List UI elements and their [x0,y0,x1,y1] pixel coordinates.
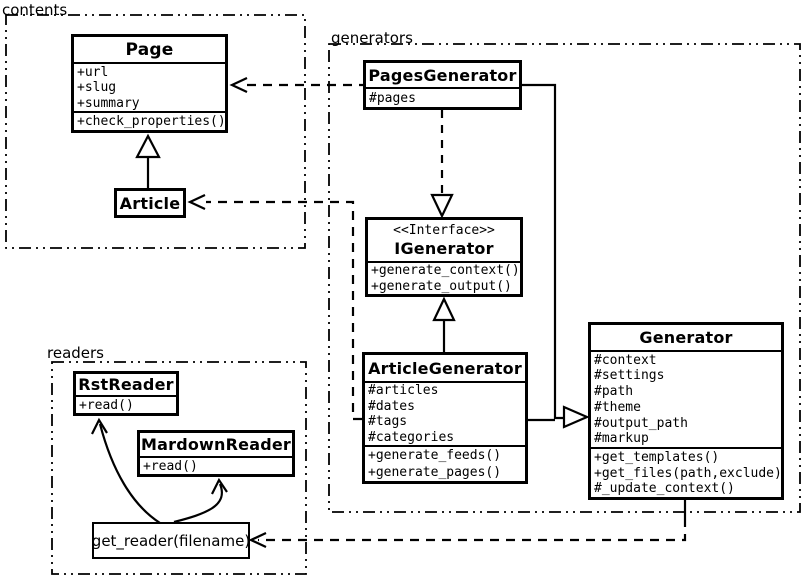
class-rstreader: RstReader +read() [73,371,179,416]
class-igenerator-header: <<Interface>> IGenerator [368,220,520,261]
edge-getreader-to-mardownreader [173,477,228,524]
edge-article-extends-page [135,133,161,188]
class-igenerator-stereotype: <<Interface>> [393,223,495,238]
class-pagesgenerator-attributes: #pages [366,87,519,107]
method-row: +generate_feeds() [368,448,502,464]
attribute-row: #categories [368,429,455,445]
class-page-attributes: +url +slug +summary [74,62,225,111]
class-article-title: Article [119,193,181,213]
attribute-row: #pages [369,90,416,106]
class-page-methods: +check_properties() [74,111,225,130]
class-pagesgenerator-title: PagesGenerator [368,65,517,85]
class-igenerator: <<Interface>> IGenerator +generate_conte… [365,217,523,297]
method-row: +read() [143,458,198,474]
class-mardownreader-title: MardownReader [141,435,291,454]
package-label-contents: contents [2,1,68,19]
method-row: #_update_context() [594,481,735,497]
attribute-row: #theme [594,399,641,415]
edge-generators-extend-generator [522,83,590,429]
class-articlegenerator-title: ArticleGenerator [368,358,522,378]
edge-pagesgenerator-implements-igenerator [430,110,454,219]
attribute-row: +summary [77,95,140,111]
method-row: +check_properties() [77,114,225,129]
method-row: +get_files(path,exclude) [594,465,781,481]
attribute-row: +slug [77,80,117,95]
class-page-title: Page [125,39,174,60]
class-article: Article [114,188,186,218]
method-row: +generate_pages() [368,464,502,480]
attribute-row: #tags [368,414,408,430]
package-frame-generators [328,43,801,513]
attribute-row: #output_path [594,415,688,431]
class-articlegenerator-attributes: #articles #dates #tags #categories [365,381,525,445]
class-articlegenerator-methods: +generate_feeds() +generate_pages() [365,445,525,481]
method-row: +generate_output() [371,278,512,294]
edge-generator-uses-getreader [248,500,687,548]
attribute-row: #path [594,384,634,400]
package-frame-readers [51,361,307,575]
attribute-row: #settings [594,368,665,384]
method-row: +get_templates() [594,449,720,465]
class-rstreader-title: RstReader [78,375,174,394]
class-igenerator-title: IGenerator [394,238,494,258]
function-box-label: get_reader(filename) [91,531,251,550]
class-igenerator-methods: +generate_context() +generate_output() [368,261,520,294]
attribute-row: #dates [368,398,415,414]
attribute-row: #markup [594,431,649,447]
class-page: Page +url +slug +summary +check_properti… [71,34,228,133]
class-mardownreader: MardownReader +read() [137,430,295,477]
attribute-row: #context [594,352,657,368]
class-rstreader-methods: +read() [76,395,176,413]
class-generator-title: Generator [639,328,733,347]
attribute-row: +url [77,64,109,80]
package-label-readers: readers [47,344,104,362]
edge-articlegenerator-uses-article [187,194,362,421]
edge-articlegenerator-extends-igenerator [432,296,456,352]
package-label-generators: generators [331,29,413,47]
edge-getreader-to-rstreader [91,417,161,524]
attribute-row: #articles [368,383,439,399]
class-mardownreader-methods: +read() [140,456,292,474]
method-row: +generate_context() [371,263,520,279]
class-generator-methods: +get_templates() +get_files(path,exclude… [591,447,781,497]
class-generator-attributes: #context #settings #path #theme #output_… [591,350,781,447]
function-box-get-reader: get_reader(filename) [92,522,250,559]
class-pagesgenerator: PagesGenerator #pages [363,60,522,110]
edge-pagesgenerator-uses-page [229,77,363,93]
package-frame-contents [5,14,306,249]
class-articlegenerator: ArticleGenerator #articles #dates #tags … [362,352,528,484]
class-generator: Generator #context #settings #path #them… [588,322,784,500]
method-row: +read() [79,397,134,413]
